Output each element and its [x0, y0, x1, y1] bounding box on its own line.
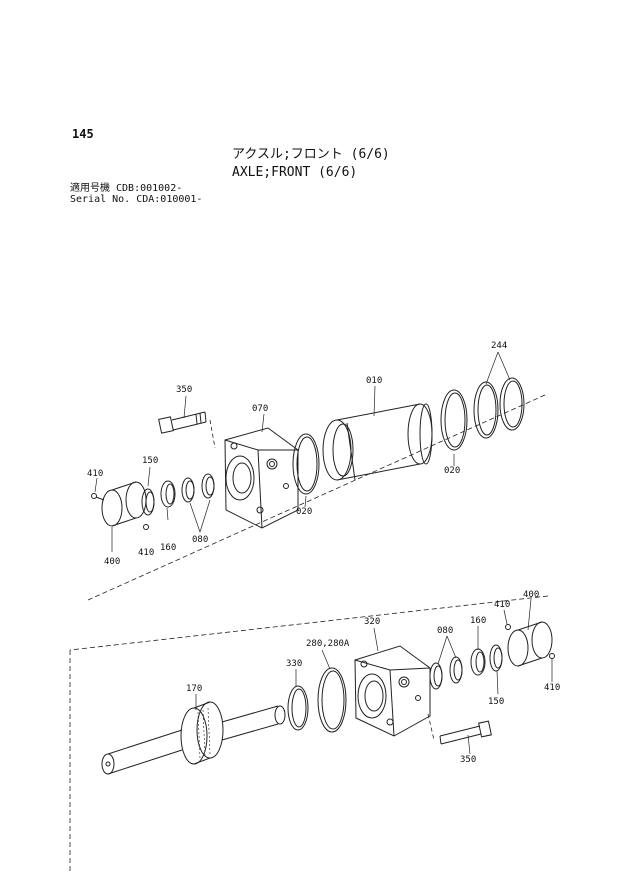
part-410-screw-upper-left: [91, 493, 105, 501]
label-410-upper-bottom: 410: [138, 548, 154, 558]
serial-line-en: Serial No. CDA:010001-: [70, 194, 203, 205]
part-410-screw-lower: [505, 624, 555, 659]
page-number: 145: [72, 127, 94, 141]
label-400-lower: 400: [523, 590, 539, 600]
label-410-lower-top: 410: [494, 600, 510, 610]
label-410-lower-right: 410: [544, 683, 560, 693]
upper-assembly-leader-lines: [69, 394, 546, 872]
part-080-seals-upper: [181, 473, 215, 503]
title-japanese: アクスル;フロント (6/6): [232, 147, 390, 162]
part-020-oring-right: [440, 389, 468, 451]
label-020-left: 020: [296, 507, 312, 517]
part-150-ring-upper: [141, 488, 155, 516]
part-330-ring: [287, 685, 309, 731]
serial-line-jp: 適用号機 CDB:001002-: [70, 183, 183, 194]
lower-callout-leaders: [195, 598, 553, 755]
label-330: 330: [286, 659, 302, 669]
part-400-cap-upper: [101, 481, 147, 527]
part-170-axle-shaft: [101, 701, 286, 775]
label-080-lower: 080: [437, 626, 453, 636]
upper-callout-leaders: [94, 351, 511, 552]
part-350-bolt-lower: [439, 720, 492, 745]
part-070-housing: [224, 427, 299, 529]
label-070: 070: [252, 404, 268, 414]
label-150-upper: 150: [142, 456, 158, 466]
label-150-lower: 150: [488, 697, 504, 707]
label-350-upper: 350: [176, 385, 192, 395]
part-400-cap-lower: [507, 621, 553, 667]
label-244: 244: [491, 341, 507, 351]
part-160-ring-lower: [470, 648, 486, 676]
label-280: 280,280A: [306, 639, 350, 649]
label-160-lower: 160: [470, 616, 486, 626]
lower-assembly-leader-lines: [69, 595, 549, 651]
label-350-lower: 350: [460, 755, 476, 765]
part-280-oring: [317, 667, 347, 733]
label-160-upper: 160: [160, 543, 176, 553]
label-080-upper: 080: [192, 535, 208, 545]
part-350-bolt-upper: [158, 411, 207, 434]
title-english: AXLE;FRONT (6/6): [232, 165, 358, 180]
label-320: 320: [364, 617, 380, 627]
part-244-rings: [473, 377, 525, 439]
part-410-screw-upper-bottom: [143, 524, 149, 530]
part-080-seals-lower: [429, 656, 463, 690]
part-020-oring-left: [292, 433, 320, 495]
bolt-lower-leader: [427, 713, 435, 741]
label-400-upper: 400: [104, 557, 120, 567]
part-010-sleeve: [322, 403, 433, 481]
label-020-right: 020: [444, 466, 460, 476]
label-010: 010: [366, 376, 382, 386]
part-labels: 350 070 010 244 020 020 150 410 410 160 …: [87, 341, 560, 765]
label-170: 170: [186, 684, 202, 694]
bolt-upper-leader: [209, 419, 216, 449]
label-410-upper-left: 410: [87, 469, 103, 479]
part-320-housing: [354, 645, 431, 737]
part-150-ring-lower: [489, 644, 503, 672]
part-160-ring-upper: [160, 480, 176, 508]
